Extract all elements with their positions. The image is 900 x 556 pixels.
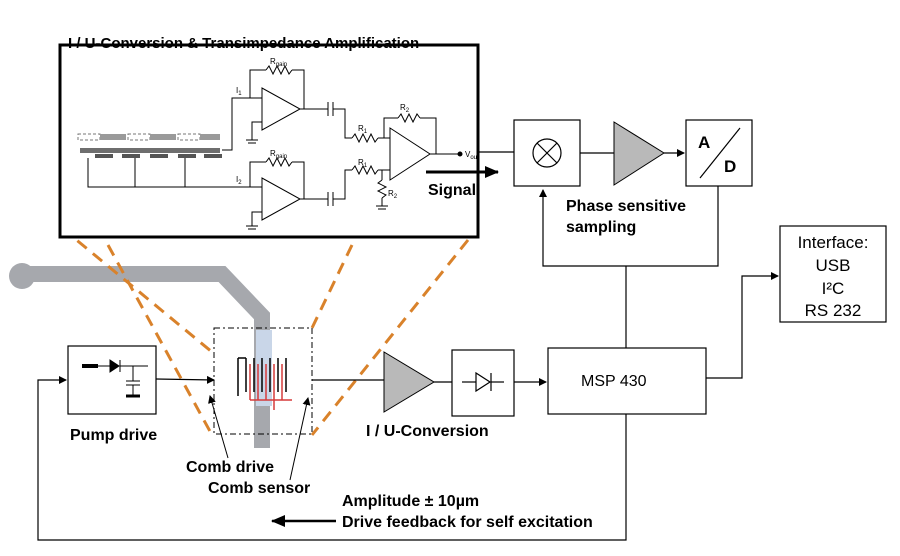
- label-rgain-bottom: Rgain: [270, 149, 287, 160]
- label-r2-ground: R2: [388, 189, 398, 200]
- wire-pump-to-comb: [155, 375, 215, 384]
- inset-title: I / U-Conversion & Transimpedance Amplif…: [68, 35, 419, 52]
- adc-d-label: D: [724, 157, 736, 176]
- iu-amplifier: [383, 351, 435, 413]
- phase-amplifier: [613, 121, 665, 186]
- pump-drive-block: [67, 345, 157, 415]
- wire-msp-to-interface: [706, 272, 779, 379]
- pump-drive-schematic: [82, 359, 148, 398]
- adc-block: [685, 119, 753, 187]
- label-r1-top: R1: [358, 124, 368, 135]
- comb-sensor-box: [213, 327, 313, 435]
- msp430-block: [547, 347, 707, 415]
- feedback-label: Drive feedback for self excitation: [342, 514, 593, 531]
- phase-label-line1: Phase sensitive: [566, 198, 686, 215]
- circuit-schematic: [77, 64, 463, 230]
- circuit-labels: Rgain Rgain I1 I2 R1 R1 R2 R2 Vout: [236, 57, 479, 200]
- reference-loop: [539, 186, 719, 267]
- interface-title: Interface:: [798, 233, 869, 252]
- comb-sensor-beam: [256, 330, 272, 406]
- signal-label: Signal: [428, 182, 476, 199]
- interface-i2c: I²C: [822, 279, 845, 298]
- label-r2-feedback: R2: [400, 103, 410, 114]
- label-vout: Vout: [465, 150, 479, 161]
- pump-drive-label: Pump drive: [70, 427, 157, 444]
- interface-usb: USB: [816, 256, 851, 275]
- label-rgain-top: Rgain: [270, 57, 287, 68]
- label-r1-bottom: R1: [358, 158, 368, 169]
- phase-label-line2: sampling: [566, 219, 636, 236]
- msp430-label: MSP 430: [581, 373, 647, 390]
- label-i1: I1: [236, 86, 242, 97]
- comb-drive-label: Comb drive: [186, 459, 274, 476]
- rectifier-block: [451, 349, 515, 417]
- mixer-icon: [532, 138, 562, 168]
- comb-sensor-pointer: [289, 397, 311, 481]
- comb-structure: [237, 357, 292, 410]
- feedback-loop: [37, 376, 627, 541]
- zoom-lines: [61, 226, 470, 436]
- label-i2: I2: [236, 175, 242, 186]
- comb-drive-pointer: [208, 395, 229, 459]
- rectifier-diode-icon: [462, 371, 504, 393]
- comb-sensor-label: Comb sensor: [208, 480, 310, 497]
- interface-rs232: RS 232: [805, 301, 862, 320]
- interface-box: [779, 225, 887, 323]
- amplitude-label: Amplitude ± 10µm: [342, 493, 479, 510]
- iu-conversion-label: I / U-Conversion: [366, 423, 489, 440]
- adc-slash: [699, 127, 741, 179]
- adc-a-label: A: [698, 133, 710, 152]
